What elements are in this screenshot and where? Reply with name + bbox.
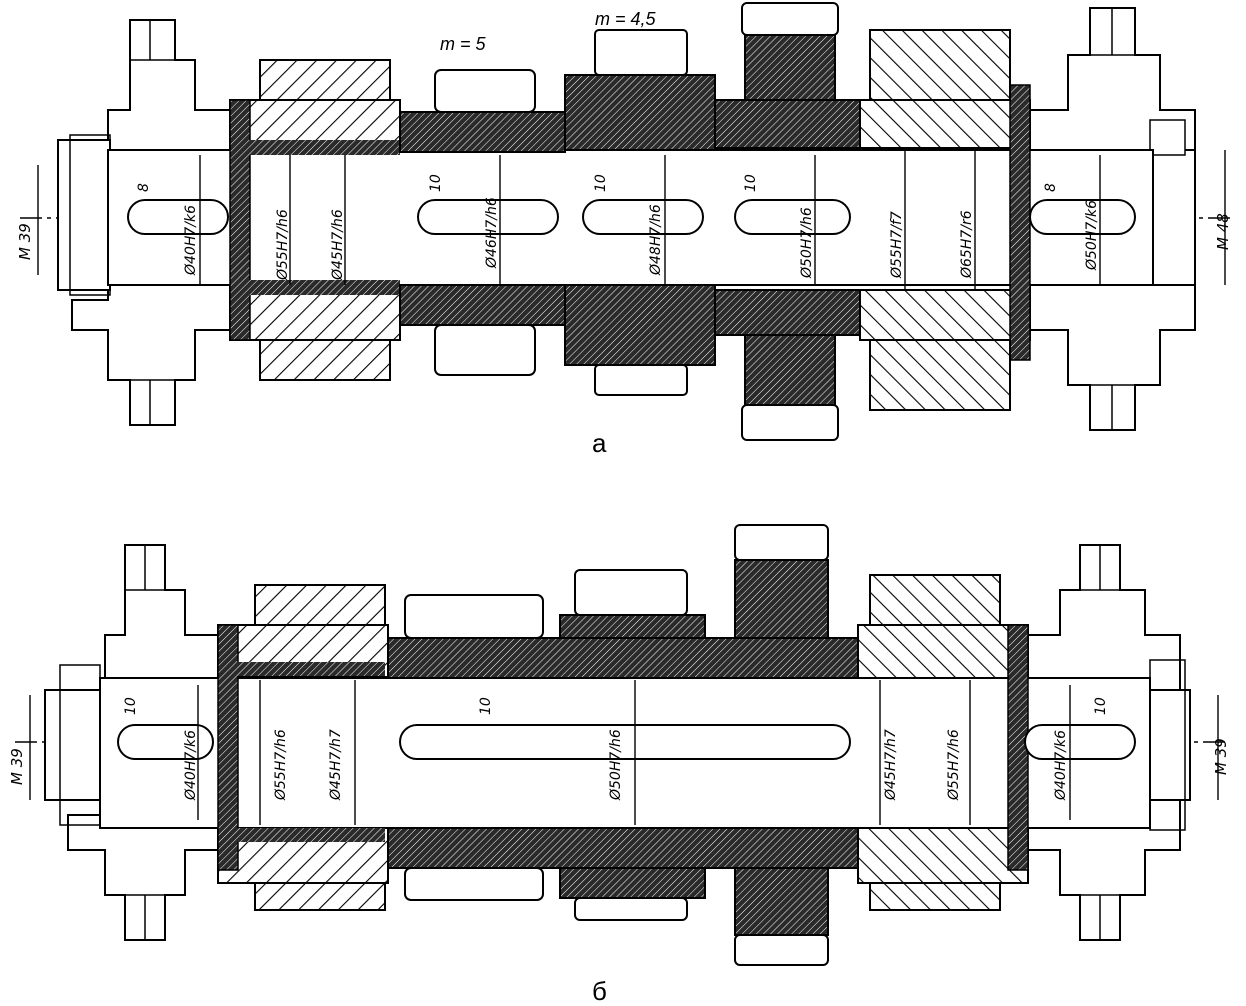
fit-label-b-5: Ø45H7/h7 xyxy=(883,729,899,801)
keyway-1-b xyxy=(117,724,214,760)
right-hub-b xyxy=(857,624,1029,679)
key-width-a-4: 10 xyxy=(743,174,759,192)
module-label-m5: m = 5 xyxy=(440,34,487,54)
key-width-b-2: 10 xyxy=(478,697,494,715)
keyway-2-b xyxy=(399,724,851,760)
gear-b-3-teeth xyxy=(734,524,829,561)
caption-b: б xyxy=(592,976,607,1006)
fit-label-b-3: Ø45H7/h7 xyxy=(328,729,344,801)
gear-block-hub-b xyxy=(387,637,859,679)
gear-m5-teeth-a xyxy=(434,69,536,113)
gear-m45-teeth-a xyxy=(594,29,688,76)
fit-label-b-1: Ø40H7/k6 xyxy=(183,730,199,801)
figure-b: M 39 M 39 Ø40H7/k6 Ø55H7/h6 Ø45H7/h7 Ø50… xyxy=(8,524,1230,1006)
fit-label-a-2: Ø55H7/h6 xyxy=(275,209,291,281)
gear-b-3-web xyxy=(734,559,829,639)
fit-label-a-4: Ø46H7/h6 xyxy=(484,197,500,269)
fit-label-a-8: Ø65H7/r6 xyxy=(959,210,975,279)
thread-left-label-a: M 39 xyxy=(16,223,34,260)
fit-label-a-6: Ø50H7/h6 xyxy=(799,207,815,279)
right-hub-a xyxy=(859,99,1031,149)
fit-label-b-7: Ø40H7/k6 xyxy=(1053,730,1069,801)
gear-m5-hub-a xyxy=(399,111,566,153)
gear-large-hub-a xyxy=(714,99,861,149)
keyway-4-a xyxy=(734,199,851,235)
key-width-a-1: 8 xyxy=(136,183,152,192)
fit-label-b-2: Ø55H7/h6 xyxy=(273,729,289,801)
gear-b-1-teeth xyxy=(404,594,544,639)
figure-a: m = 5 m = 4,5 M 39 M 48 Ø40H7/k6 Ø55H7/h… xyxy=(16,2,1232,458)
fit-label-a-3: Ø45H7/h6 xyxy=(330,209,346,281)
fit-label-a-5: Ø48H7/h6 xyxy=(648,204,664,276)
key-width-b-3: 10 xyxy=(1093,697,1109,715)
gear-large-teeth-a xyxy=(741,2,839,36)
fit-label-a-7: Ø55H7/f7 xyxy=(889,211,905,279)
key-width-a-3: 10 xyxy=(593,174,609,192)
gear-b-2-teeth xyxy=(574,569,688,616)
keyway-5-a xyxy=(1029,199,1136,235)
fit-label-b-6: Ø55H7/h6 xyxy=(946,729,962,801)
caption-a: а xyxy=(592,428,607,458)
keyway-2-a xyxy=(417,199,559,235)
gear-m45-hub-a xyxy=(564,74,716,151)
left-nut-b xyxy=(44,689,101,801)
key-width-a-2: 10 xyxy=(428,174,444,192)
right-nut-b xyxy=(1144,689,1191,801)
fit-label-a-9: Ø50H7/k6 xyxy=(1084,200,1100,271)
thread-right-label-b: M 39 xyxy=(1212,738,1230,775)
gear-large-web-a xyxy=(744,34,836,101)
module-label-m45: m = 4,5 xyxy=(595,9,657,29)
key-width-a-5: 8 xyxy=(1043,183,1059,192)
fit-label-a-1: Ø40H7/k6 xyxy=(183,205,199,276)
fit-label-b-4: Ø50H7/h6 xyxy=(608,729,624,801)
gear-b-2-hub xyxy=(559,614,706,639)
right-nut-a xyxy=(1149,149,1196,286)
keyway-3-a xyxy=(582,199,704,235)
left-nut-a xyxy=(57,139,111,291)
keyway-1-a xyxy=(127,199,229,235)
key-width-b-1: 10 xyxy=(123,697,139,715)
keyway-3-b xyxy=(1024,724,1136,760)
thread-right-label-a: M 48 xyxy=(1214,213,1232,250)
thread-left-label-b: M 39 xyxy=(8,748,26,785)
